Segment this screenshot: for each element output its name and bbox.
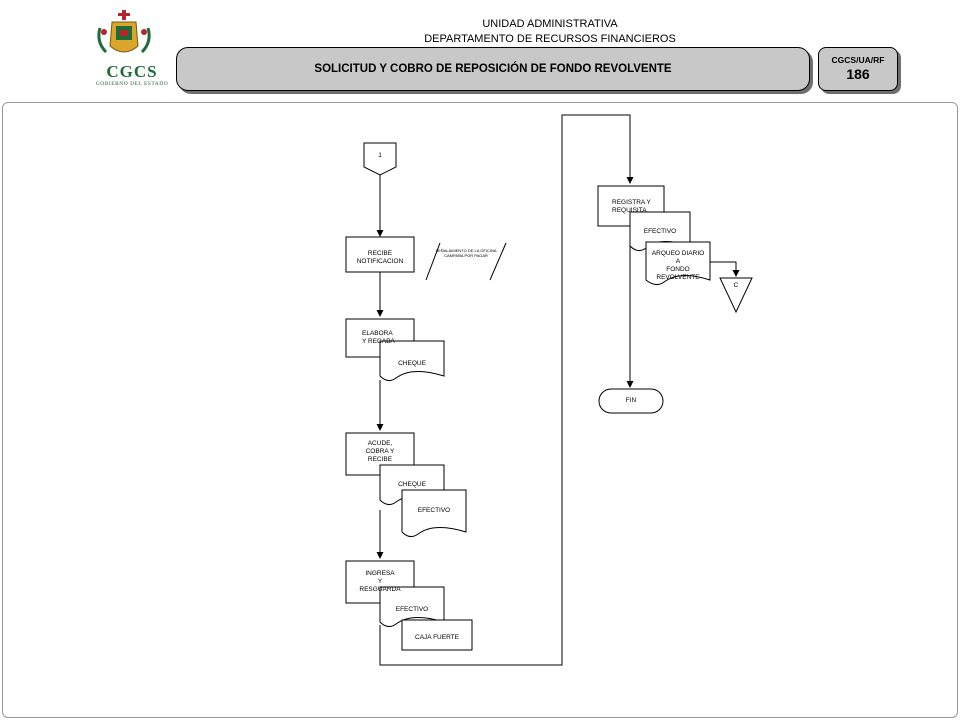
administrative-unit: UNIDAD ADMINISTRATIVA bbox=[482, 18, 618, 30]
logo-text: CGCS bbox=[106, 62, 158, 81]
government-logo-icon bbox=[97, 10, 151, 54]
step-registra-label: REGISTRA Y REQUISITA bbox=[612, 199, 651, 214]
document-efectivo-3-label: EFECTIVO bbox=[643, 228, 677, 235]
document-arqueo-label: ARQUEO DIARIO A FONDO REVOLVENTE bbox=[651, 250, 705, 281]
diagram-panel bbox=[2, 102, 958, 718]
department-name: DEPARTAMENTO DE RECURSOS FINANCIEROS bbox=[424, 33, 676, 45]
archive-label: C bbox=[733, 282, 739, 289]
document-arqueo bbox=[645, 241, 711, 286]
offpage-connector-1 bbox=[363, 142, 397, 176]
document-efectivo-2-label: EFECTIVO bbox=[395, 606, 429, 613]
document-efectivo-1 bbox=[401, 489, 467, 538]
page-number: 186 bbox=[846, 66, 870, 82]
archive-triangle-icon bbox=[719, 277, 753, 314]
terminator-fin-label: FIN bbox=[625, 397, 637, 404]
annotation-bracket bbox=[489, 242, 507, 281]
step-recibe-box bbox=[345, 236, 415, 273]
document-cheque-1-label: CHEQUE bbox=[398, 360, 426, 367]
logo-subtitle: GOBIERNO DEL ESTADO bbox=[95, 81, 169, 87]
document-code: CGCS/UA/RF bbox=[831, 55, 885, 65]
procedure-title: SOLICITUD Y COBRO DE REPOSICIÓN DE FONDO… bbox=[314, 63, 672, 75]
procedure-title-box: SOLICITUD Y COBRO DE REPOSICIÓN DE FONDO… bbox=[176, 47, 810, 91]
document-caja-fuerte-label: CAJA FUERTE bbox=[415, 634, 459, 641]
document-cheque-2-label: CHEQUE bbox=[398, 481, 426, 488]
step-ingresa-label: INGRESA Y RESGUARDA bbox=[359, 570, 401, 593]
connector-label: 1 bbox=[378, 152, 382, 159]
step-recibe-label: RECIBE NOTIFICACION bbox=[356, 250, 404, 265]
document-caja-fuerte bbox=[401, 619, 473, 651]
document-efectivo-1-label: EFECTIVO bbox=[417, 507, 451, 514]
annotation-label: SEÑALAMIENTO DE LA OFICINA CAMPAÑA POR P… bbox=[435, 248, 497, 258]
flow-arrow bbox=[710, 261, 740, 277]
annotation-bracket bbox=[425, 242, 441, 281]
document-code-box: CGCS/UA/RF 186 bbox=[818, 47, 898, 91]
flow-connector-line bbox=[379, 114, 634, 666]
step-elabora-label: ELABORA Y RECABA bbox=[362, 330, 395, 345]
step-acude-label: ACUDE, COBRA Y RECIBE bbox=[365, 440, 395, 463]
terminator-fin bbox=[598, 388, 664, 414]
document-cheque-1 bbox=[379, 340, 445, 382]
